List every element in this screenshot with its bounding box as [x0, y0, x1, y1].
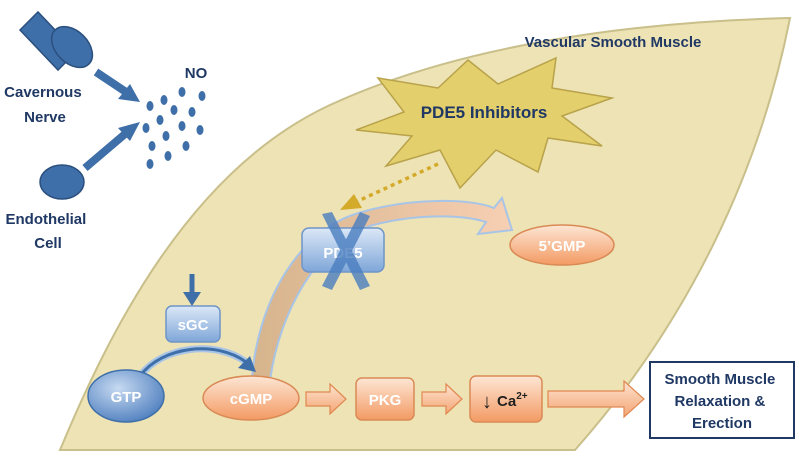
- calcium-box: [469, 375, 543, 423]
- gtp-to-cgmp-arrow: [137, 345, 256, 379]
- 5gmp-node: [509, 224, 615, 266]
- gtp-node: [87, 369, 165, 423]
- endothelial-to-no-arrow: [82, 122, 140, 172]
- pkg-to-ca-arrow: [421, 382, 463, 416]
- 5gmp-label: 5’GMP: [539, 238, 586, 255]
- smooth-muscle-region: [58, 16, 792, 451]
- endothelial-cell-label: Endothelial Cell: [5, 211, 90, 252]
- pkg-box: [355, 377, 415, 421]
- ca-to-outcome-arrow: [547, 379, 645, 419]
- gtp-label: GTP: [111, 389, 142, 406]
- sgc-input-arrow: [183, 274, 201, 306]
- inhibition-dotted-arrow: [340, 162, 439, 210]
- pde5-inhibitors-label: PDE5 Inhibitors: [421, 103, 548, 122]
- calcium-symbol: Ca: [497, 393, 517, 410]
- no-molecules: [142, 87, 206, 169]
- calcium-label: Ca2+: [497, 391, 528, 410]
- cgmp-label: cGMP: [230, 391, 273, 408]
- cgmp-node: [202, 375, 300, 421]
- endothelial-cell-icon: [39, 164, 85, 200]
- calcium-charge: 2+: [516, 391, 528, 402]
- cgmp-to-pkg-arrow: [305, 382, 347, 416]
- inhibition-x-mark: [322, 212, 370, 290]
- pde5-inhibitors-burst: [355, 56, 615, 190]
- outcome-label: Smooth Muscle Relaxation & Erection: [664, 371, 779, 432]
- nerve-terminal-icon: [18, 10, 94, 72]
- sgc-label: sGC: [178, 317, 209, 334]
- region-label: Vascular Smooth Muscle: [525, 34, 702, 51]
- cavernous-nerve-label: Cavernous Nerve: [4, 84, 86, 126]
- outcome-box: [649, 361, 795, 439]
- no-label: NO: [185, 65, 208, 82]
- pkg-label: PKG: [369, 392, 402, 409]
- sgc-box: [165, 305, 221, 343]
- nerve-to-no-arrow: [93, 68, 140, 102]
- calcium-decrease-arrow: ↓: [482, 391, 492, 413]
